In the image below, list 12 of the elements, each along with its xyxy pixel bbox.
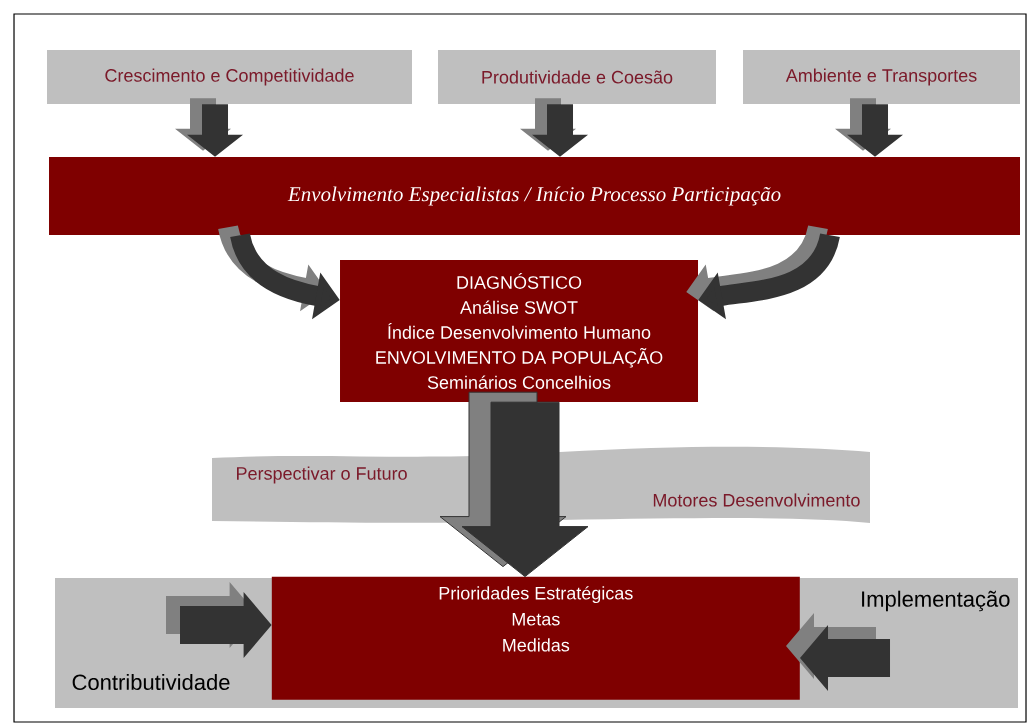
priorities-box: Prioridades Estratégicas Metas Medidas [271, 576, 800, 700]
diagnosis-box: DIAGNÓSTICO Análise SWOT Índice Desenvolvimento Humano ENVOLVIMENTO DA POPULAÇÃO Seminários Concelhios [340, 260, 698, 402]
block-arrow [166, 582, 272, 658]
block-arrow [835, 98, 903, 157]
topic-box: Ambiente e Transportes [743, 50, 1020, 104]
topic-box: Produtividade e Coesão [438, 50, 716, 104]
block-arrow [786, 613, 890, 691]
topic-box: Crescimento e Competitividade [47, 50, 412, 104]
block-arrow [439, 391, 589, 578]
block-arrow [175, 98, 243, 157]
block-arrow [520, 98, 588, 157]
banner: Envolvimento Especialistas / Início Processo Participação [49, 157, 1020, 235]
